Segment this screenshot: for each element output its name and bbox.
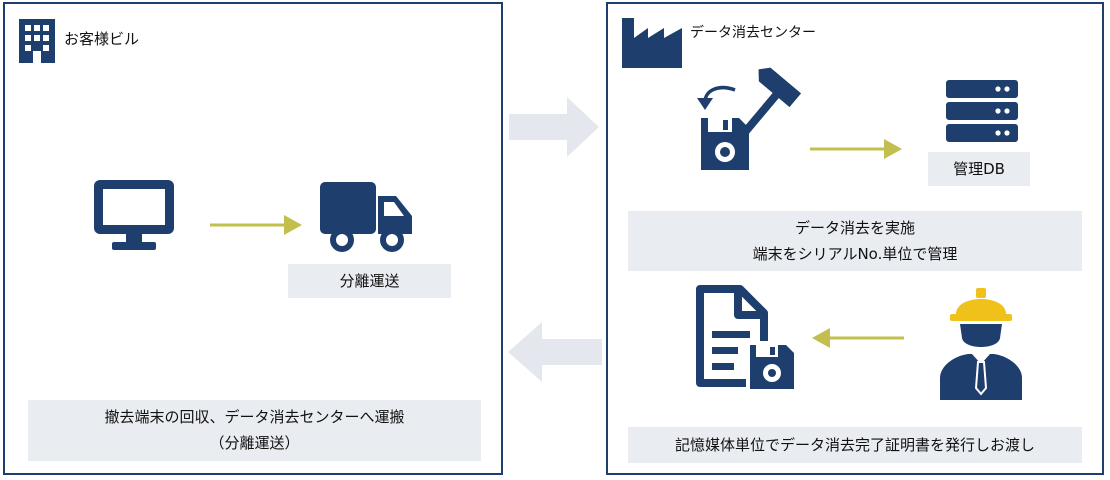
- server-icon: [946, 80, 1018, 142]
- customer-building-panel: [3, 2, 503, 475]
- factory-icon: [622, 18, 682, 68]
- big-arrow-right: [509, 97, 599, 157]
- management-db-label: 管理DB: [928, 152, 1030, 186]
- data-erasure-center-title: データ消去センター: [690, 25, 816, 41]
- erasure-caption: データ消去を実施 端末をシリアルNo.単位で管理: [628, 211, 1082, 271]
- floppy-erase-icon: [697, 67, 802, 170]
- monitor-icon: [94, 180, 174, 250]
- big-arrow-left: [508, 322, 602, 382]
- arrow-left-small: [812, 328, 904, 348]
- document-floppy-icon: [696, 285, 796, 391]
- certificate-caption: 記憶媒体単位でデータ消去完了証明書を発行しお渡し: [628, 427, 1082, 463]
- truck-icon: [320, 182, 412, 252]
- building-icon: [19, 19, 55, 63]
- arrow-right-small-left: [210, 215, 302, 235]
- arrow-right-small-right: [810, 139, 902, 159]
- left-caption: 撤去端末の回収、データ消去センターへ運搬 （分離運送）: [28, 400, 481, 461]
- worker-icon: [940, 288, 1022, 400]
- customer-building-title: お客様ビル: [64, 30, 140, 48]
- separate-transport-label: 分離運送: [288, 264, 451, 298]
